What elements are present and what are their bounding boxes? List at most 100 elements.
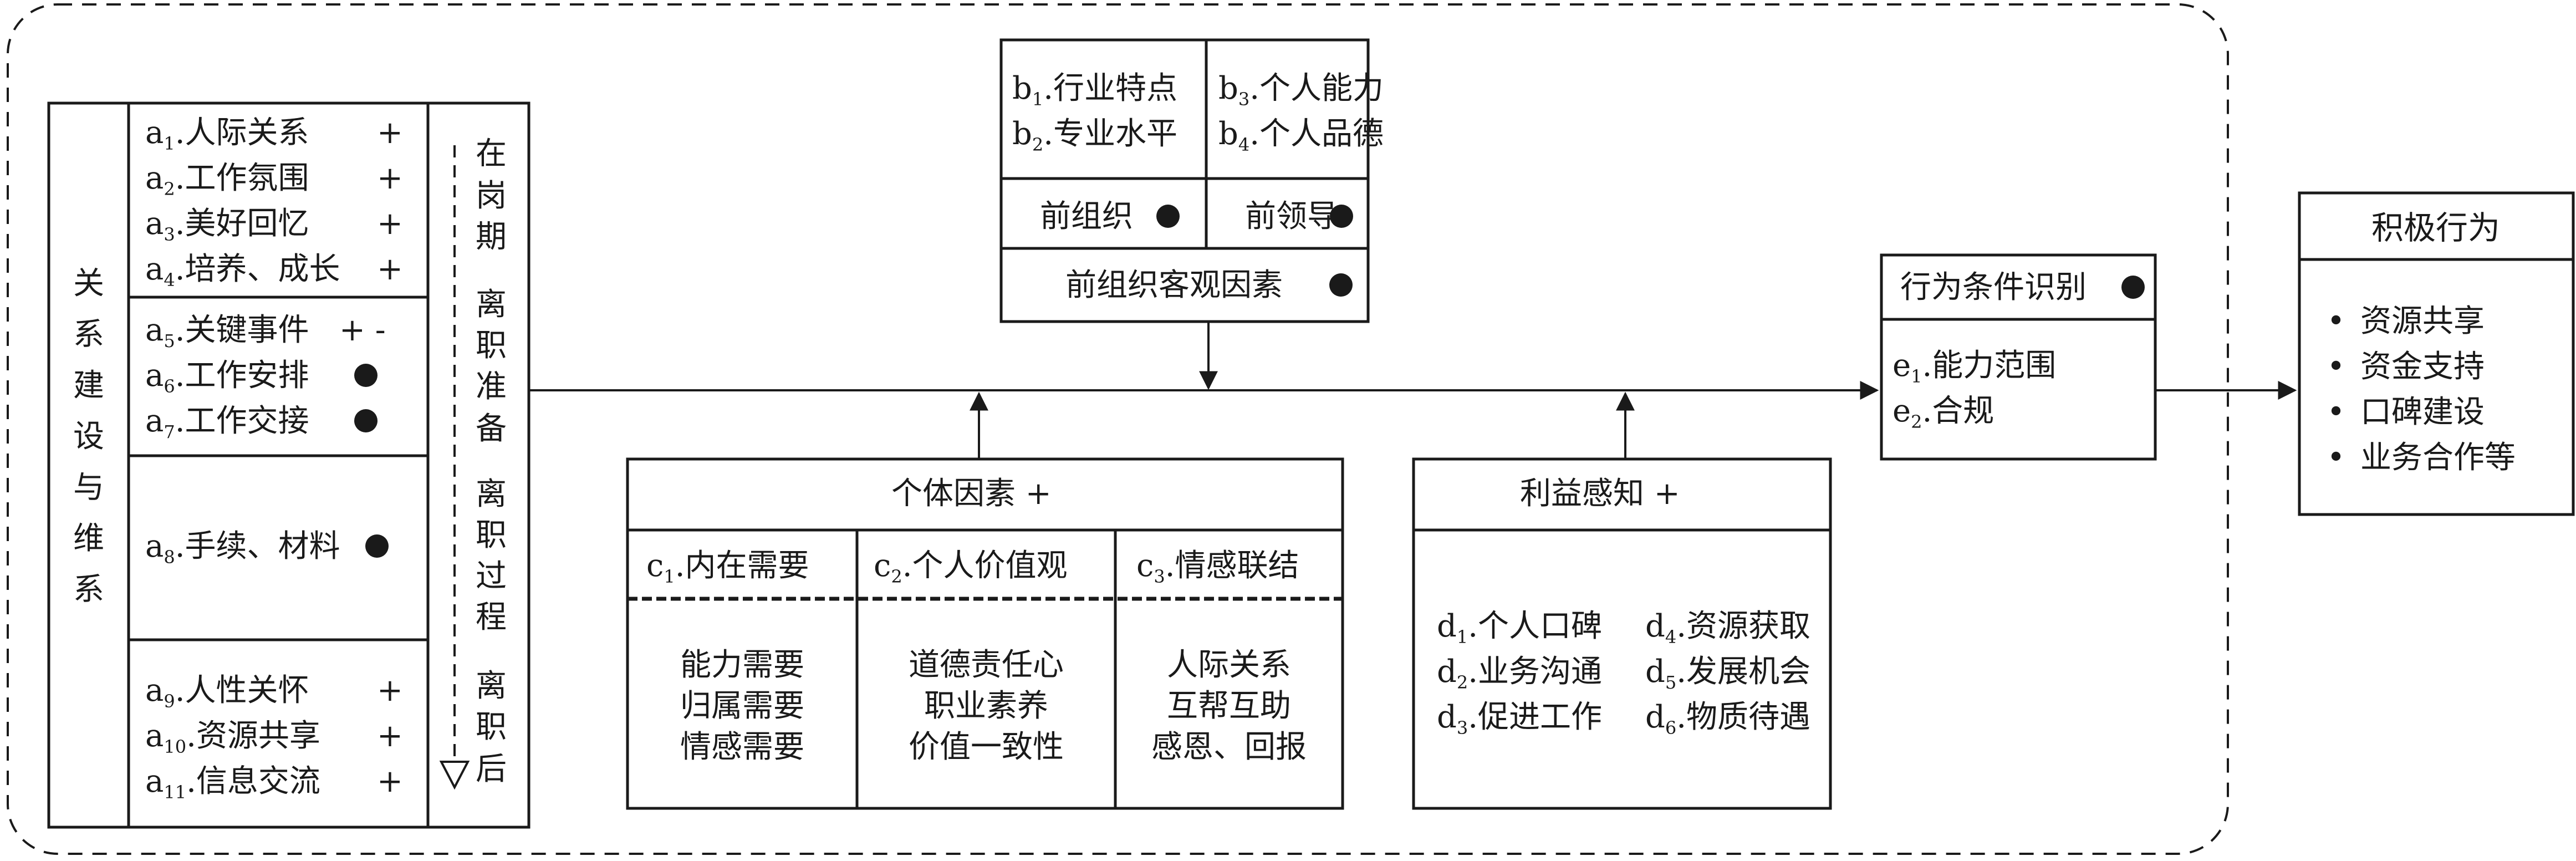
stage-char: 离 bbox=[476, 476, 507, 512]
positive-bullet: • bbox=[2327, 440, 2345, 476]
relation-item-mark: + bbox=[377, 763, 403, 799]
positive-block: 积极行为 • 资源共享 • 资金支持 • 口碑建设 • 业务合作等 bbox=[2298, 191, 2575, 516]
relation-item-dot bbox=[354, 409, 378, 432]
relation-item: a11.信息交流 bbox=[145, 763, 320, 803]
relation-group-2: a5.关键事件 + - a6.工作安排 a7.工作交接 bbox=[145, 312, 386, 442]
relation-title-char: 关 bbox=[73, 266, 104, 302]
former-leader-label: 前领导 bbox=[1245, 198, 1338, 235]
positive-bullet: • bbox=[2327, 349, 2345, 385]
individual-column-item: 归属需要 bbox=[680, 688, 804, 724]
individual-title: 个体因素 + bbox=[891, 476, 1052, 512]
condition-item: e2.合规 bbox=[1893, 393, 1994, 432]
connectors bbox=[529, 322, 2297, 459]
relation-item-mark: + bbox=[377, 115, 403, 151]
stage-char: 准 bbox=[476, 369, 507, 405]
benefit-item: d3.促进工作 bbox=[1437, 699, 1602, 738]
former-org-dot bbox=[1156, 205, 1180, 228]
positive-bullet: • bbox=[2327, 394, 2345, 430]
benefit-item: d6.物质待遇 bbox=[1645, 699, 1810, 738]
former-org-item: b3.个人能力 bbox=[1218, 70, 1384, 110]
relation-title-char: 建 bbox=[73, 368, 104, 404]
former-objective-label: 前组织客观因素 bbox=[1065, 267, 1283, 303]
individual-column-head: c2.个人价值观 bbox=[874, 548, 1068, 587]
benefit-item: d4.资源获取 bbox=[1645, 608, 1810, 648]
individual-column-head: c3.情感联结 bbox=[1136, 548, 1299, 587]
stage-char: 在 bbox=[476, 136, 507, 172]
relation-item: a5.关键事件 bbox=[145, 312, 309, 351]
individual-column-item: 互帮互助 bbox=[1167, 688, 1291, 724]
stage-labels-column-2: 离职后 bbox=[476, 668, 507, 787]
relation-item-mark: + bbox=[377, 673, 403, 709]
positive-item: 资金支持 bbox=[2360, 349, 2485, 385]
relation-item: a4.培养、成长 bbox=[145, 251, 340, 291]
individual-column-item: 人际关系 bbox=[1167, 647, 1291, 683]
stage-char: 岗 bbox=[476, 178, 507, 214]
individual-column-head: c1.内在需要 bbox=[646, 548, 809, 587]
positive-item: 业务合作等 bbox=[2360, 440, 2516, 476]
former-org-items: b1.行业特点 b2.专业水平 b3.个人能力 b4.个人品德 bbox=[1012, 70, 1384, 155]
relation-item-mark: + bbox=[377, 206, 403, 242]
stage-char: 程 bbox=[476, 599, 507, 635]
positive-item: 口碑建设 bbox=[2360, 394, 2485, 430]
former-leader-dot-visible bbox=[1330, 205, 1353, 228]
relation-item: a6.工作安排 bbox=[145, 358, 309, 397]
relation-item: a1.人际关系 bbox=[145, 115, 309, 154]
relation-title-char: 维 bbox=[73, 521, 104, 557]
positive-items: • 资源共享 • 资金支持 • 口碑建设 • 业务合作等 bbox=[2327, 303, 2516, 476]
condition-items: e1.能力范围 e2.合规 bbox=[1893, 348, 2056, 432]
individual-column-item: 感恩、回报 bbox=[1151, 729, 1307, 765]
individual-column-item: 职业素养 bbox=[924, 688, 1048, 724]
outer-dashed-frame bbox=[7, 3, 2229, 855]
relation-title-char: 系 bbox=[73, 572, 104, 608]
relation-item: a8.手续、材料 bbox=[145, 528, 340, 568]
condition-title: 行为条件识别 bbox=[1900, 269, 2087, 305]
relation-group-1: a1.人际关系 + a2.工作氛围 + a3.美好回忆 + a4.培养、成长 + bbox=[145, 115, 403, 291]
condition-dot bbox=[2121, 276, 2145, 299]
stage-char: 后 bbox=[476, 751, 507, 787]
stage-char: 期 bbox=[476, 219, 507, 255]
relation-title-char: 系 bbox=[73, 317, 104, 353]
relation-item-dot bbox=[365, 534, 389, 558]
former-objective-dot bbox=[1329, 273, 1353, 297]
relation-group-4: a9.人性关怀+a10.资源共享+a11.信息交流+ bbox=[145, 673, 403, 803]
individual-column-item: 能力需要 bbox=[680, 647, 804, 683]
individual-block: 个体因素 + c1.内在需要能力需要归属需要情感需要c2.个人价值观道德责任心职… bbox=[626, 457, 1344, 810]
positive-title: 积极行为 bbox=[2371, 209, 2500, 247]
condition-block: 行为条件识别 e1.能力范围 e2.合规 bbox=[1880, 253, 2157, 461]
former-org-item: b2.专业水平 bbox=[1012, 116, 1177, 155]
benefit-item: d2.业务沟通 bbox=[1437, 654, 1602, 693]
timeline-arrowhead bbox=[439, 761, 470, 790]
individual-columns: c1.内在需要能力需要归属需要情感需要c2.个人价值观道德责任心职业素养价值一致… bbox=[646, 548, 1307, 765]
relation-group-3: a8.手续、材料 bbox=[145, 528, 389, 568]
individual-column-item: 情感需要 bbox=[680, 729, 804, 765]
relation-item: a2.工作氛围 bbox=[145, 160, 309, 200]
relation-item: a7.工作交接 bbox=[145, 403, 309, 442]
relation-item-mark: + bbox=[377, 718, 403, 754]
former-org-label: 前组织 bbox=[1040, 198, 1133, 235]
relation-item-mark: + bbox=[377, 251, 403, 287]
relation-title-char: 与 bbox=[73, 470, 104, 506]
stage-char: 职 bbox=[476, 328, 507, 364]
positive-bullet: • bbox=[2327, 303, 2345, 339]
relation-item-mark: + bbox=[377, 160, 403, 196]
stage-char: 离 bbox=[476, 287, 507, 323]
relation-title-char: 设 bbox=[73, 419, 104, 455]
former-org-item: b4.个人品德 bbox=[1218, 116, 1384, 155]
relation-item: a3.美好回忆 bbox=[145, 206, 309, 245]
stage-char: 职 bbox=[476, 709, 507, 745]
relation-item: a9.人性关怀 bbox=[145, 673, 309, 712]
stage-char: 备 bbox=[476, 411, 507, 447]
stage-char: 职 bbox=[476, 517, 507, 553]
former-org-item: b1.行业特点 bbox=[1012, 70, 1177, 110]
benefit-item: d5.发展机会 bbox=[1645, 654, 1810, 693]
condition-item: e1.能力范围 bbox=[1893, 348, 2056, 387]
relation-item-mark: + - bbox=[339, 312, 386, 348]
positive-item: 资源共享 bbox=[2360, 303, 2485, 339]
stage-char: 离 bbox=[476, 668, 507, 704]
